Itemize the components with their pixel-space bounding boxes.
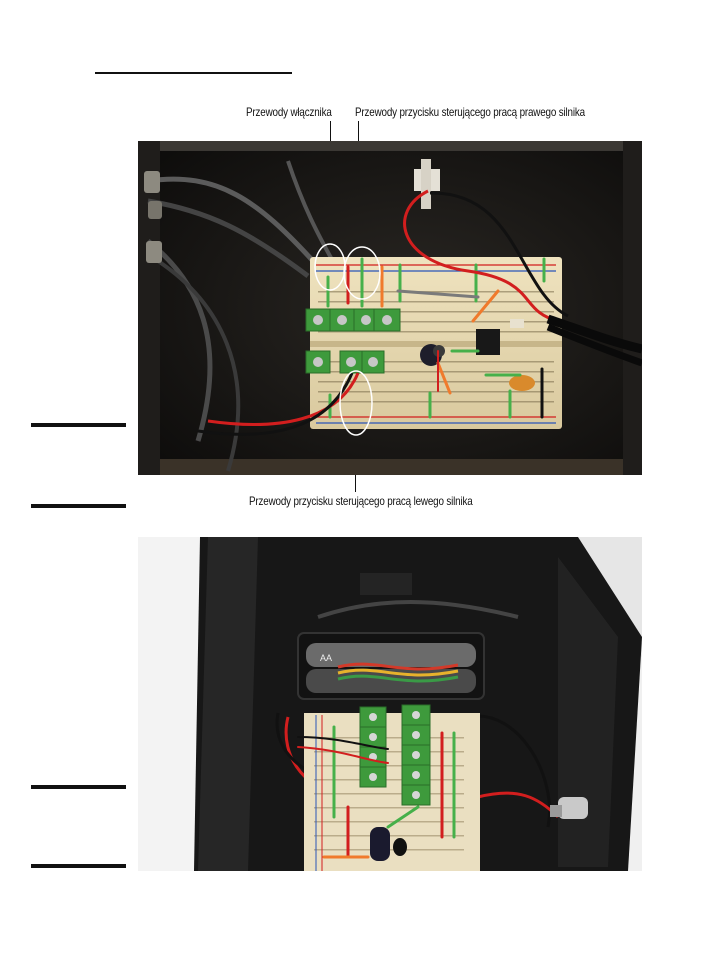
header-rule [95, 72, 292, 74]
margin-marker [31, 504, 126, 508]
margin-marker [31, 423, 126, 427]
margin-marker [31, 864, 126, 868]
battery-box-photo-2: AA [138, 537, 642, 871]
breadboard-photo-1 [138, 141, 642, 475]
callout-switch-wires: Przewody włącznika [246, 105, 332, 119]
margin-marker [31, 785, 126, 789]
battery-label: AA [320, 653, 332, 663]
callout-left-motor-button: Przewody przycisku sterującego pracą lew… [249, 494, 473, 508]
callout-right-motor-button: Przewody przycisku sterującego pracą pra… [355, 105, 585, 119]
